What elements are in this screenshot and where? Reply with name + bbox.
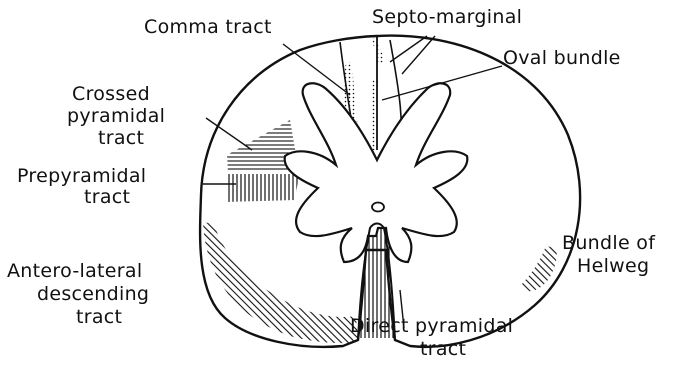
label-antero-lateral-1: Antero-lateral <box>7 260 142 282</box>
label-crossed-pyramidal-3: tract <box>98 127 144 149</box>
label-crossed-pyramidal-1: Crossed <box>72 83 150 105</box>
label-prepyramidal-1: Prepyramidal <box>17 165 146 187</box>
label-bundle-of-helweg-1: Bundle of <box>562 232 656 254</box>
oval-bundle-shading <box>372 38 384 64</box>
bundle-of-helweg-shading <box>520 246 557 291</box>
leader-septo-marginal-a <box>390 36 427 62</box>
central-canal <box>372 203 384 212</box>
label-crossed-pyramidal-2: pyramidal <box>67 105 165 127</box>
prepyramidal-tract-shading <box>226 174 299 202</box>
label-comma-tract: Comma tract <box>144 16 272 38</box>
label-prepyramidal-2: tract <box>84 186 130 208</box>
label-antero-lateral-2: descending <box>37 283 149 305</box>
label-direct-pyramidal-1: Direct pyramidal <box>350 315 513 337</box>
label-direct-pyramidal-2: tract <box>420 338 466 360</box>
label-oval-bundle: Oval bundle <box>503 47 621 69</box>
label-antero-lateral-3: tract <box>76 306 122 328</box>
antero-lateral-descending-tract-shading <box>203 222 358 343</box>
label-bundle-of-helweg-2: Helweg <box>577 255 649 277</box>
label-septo-marginal: Septo-marginal <box>372 6 522 28</box>
